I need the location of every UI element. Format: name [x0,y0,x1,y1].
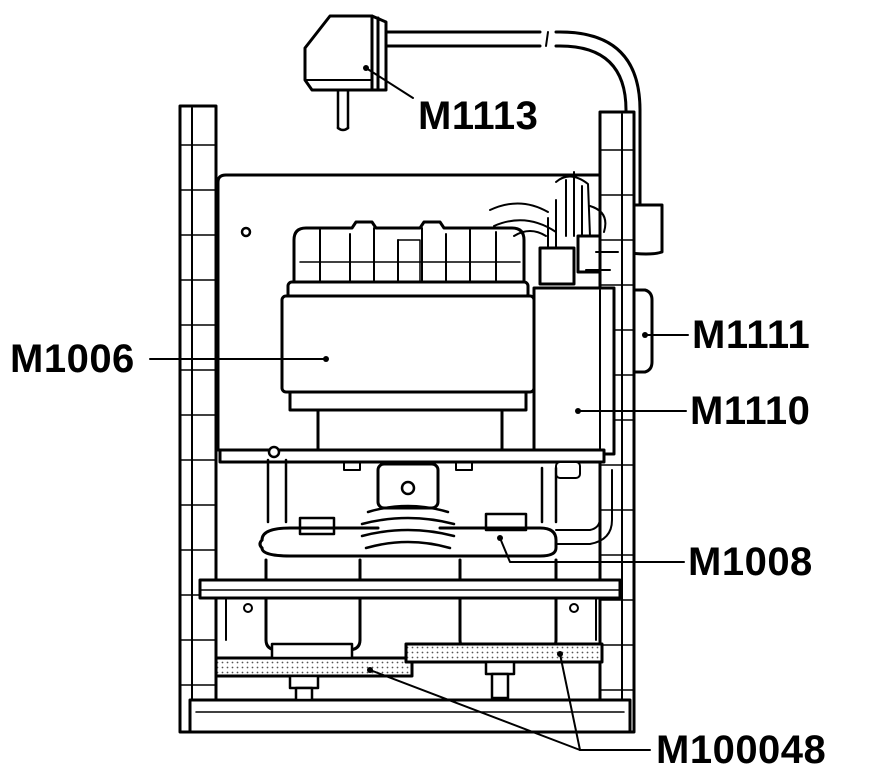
label-motor: M1006 [10,337,135,381]
label-side-part: M1111 [692,313,811,357]
label-belt: M1008 [688,540,813,584]
leader-lines [149,65,689,751]
vibration-pads [214,642,604,702]
side-bracket [632,288,654,374]
label-control-box: M1110 [690,389,811,433]
control-box [489,171,619,456]
motor-mount-plate [218,445,606,479]
motor [280,220,536,452]
left-side-rail [178,104,218,734]
label-pads: M100048 [656,728,827,772]
base-plate [188,578,632,734]
pulley-belt [243,458,613,652]
label-plug: M1113 [418,94,539,138]
